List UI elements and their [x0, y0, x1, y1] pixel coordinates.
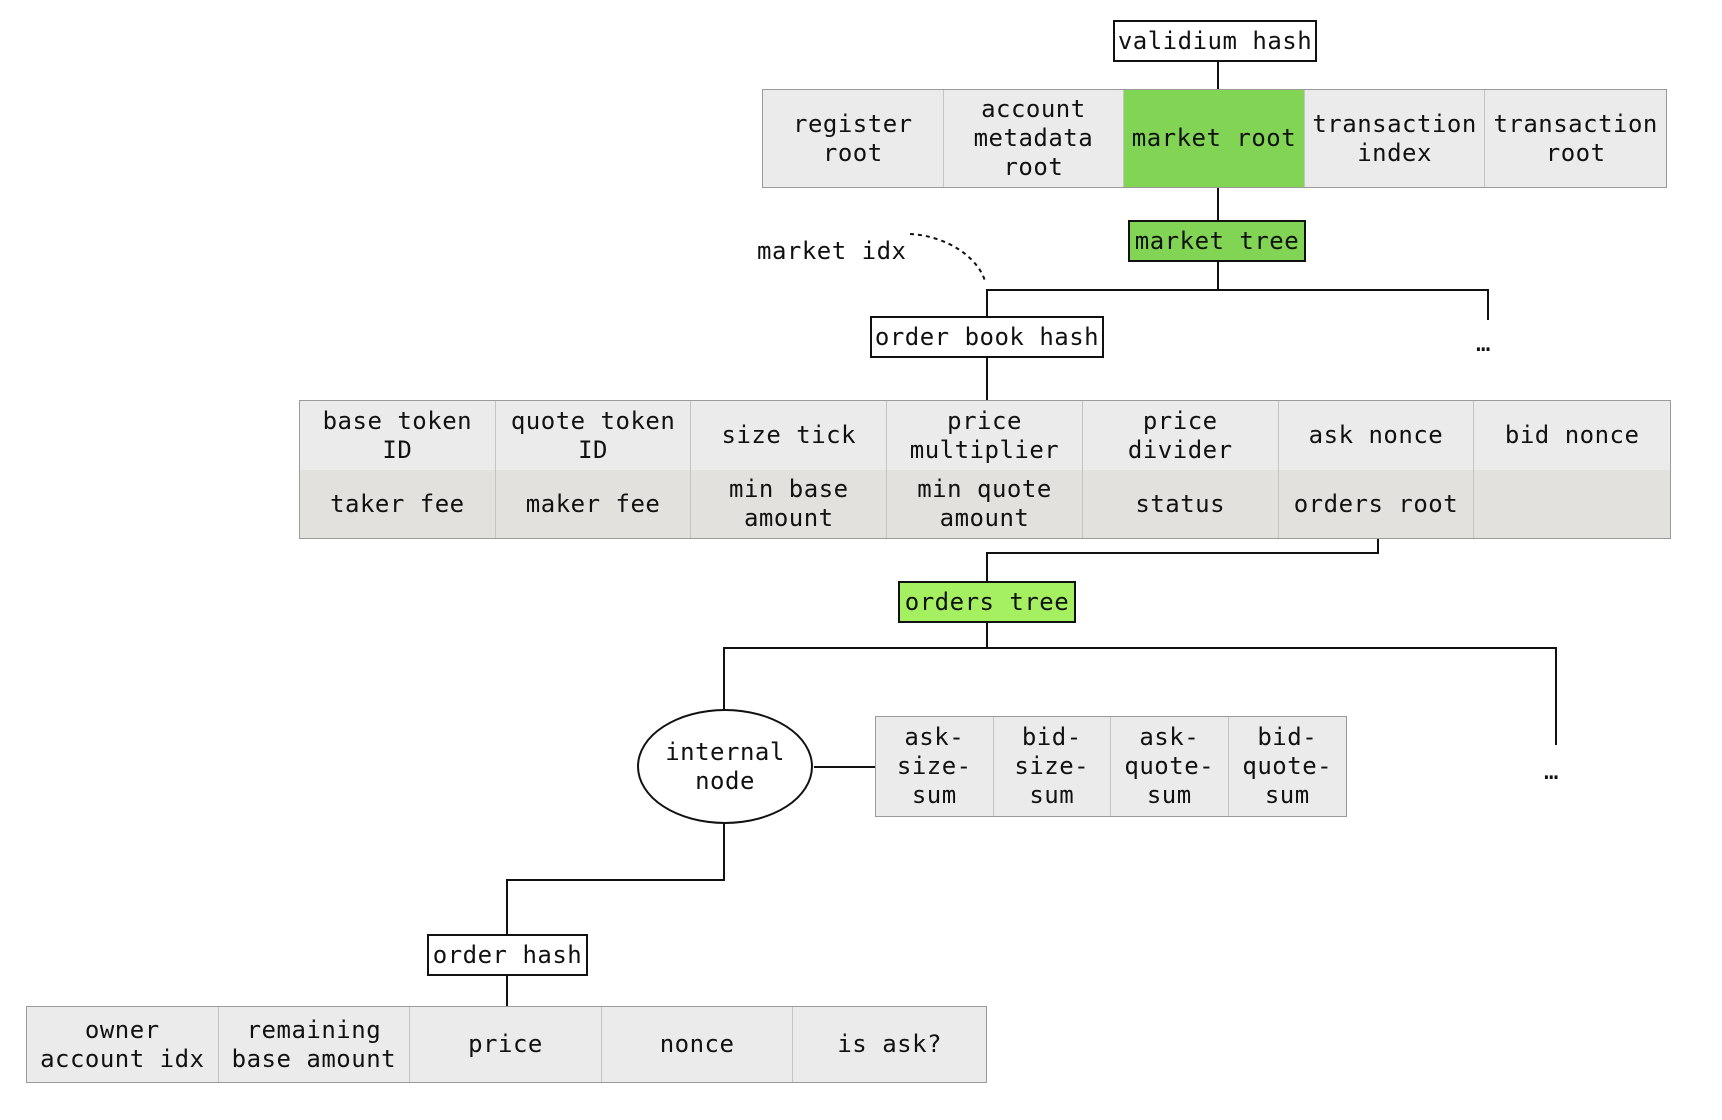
order-book-field: taker fee — [300, 470, 496, 538]
market-idx-label: market idx — [757, 237, 907, 265]
state-field-transaction-root: transaction root — [1485, 90, 1666, 187]
state-root-fields: register root account metadata root mark… — [762, 89, 1667, 188]
market-tree-node: market tree — [1128, 220, 1306, 262]
order-field: owner account idx — [27, 1007, 219, 1082]
order-book-field: base token ID — [300, 401, 496, 470]
order-fields: owner account idx remaining base amount … — [26, 1006, 987, 1083]
state-field-transaction-index: transaction index — [1304, 90, 1486, 187]
order-book-fields-row-2: taker fee maker fee min base amount min … — [299, 470, 1671, 539]
order-field: is ask? — [793, 1007, 986, 1082]
order-field: remaining base amount — [218, 1007, 411, 1082]
state-field-register-root: register root — [763, 90, 944, 187]
order-book-hash-node: order book hash — [870, 316, 1104, 358]
connector-orders-root-to-tree — [986, 539, 1379, 581]
internal-node-fields: ask- size- sum bid- size- sum ask- quote… — [875, 716, 1347, 817]
internal-node-field: bid- size- sum — [993, 717, 1111, 816]
connector-market-tree-to-order-book — [986, 260, 1219, 320]
order-book-field: bid nonce — [1474, 401, 1671, 470]
state-field-market-root: market root — [1124, 90, 1305, 187]
state-field-account-metadata-root: account metadata root — [943, 90, 1125, 187]
orders-tree-ellipsis: … — [1544, 757, 1559, 785]
internal-node-field: ask- size- sum — [876, 717, 994, 816]
order-book-field: min base amount — [691, 470, 888, 538]
internal-node: internal node — [637, 709, 813, 824]
order-book-field: quote token ID — [495, 401, 692, 470]
order-book-field-orders-root: orders root — [1278, 470, 1475, 538]
connector-market-tree-to-ellipsis — [1218, 289, 1489, 320]
market-tree-ellipsis: … — [1476, 329, 1491, 357]
order-book-field: min quote amount — [887, 470, 1083, 538]
order-hash-node: order hash — [427, 934, 588, 976]
order-book-field: price divider — [1082, 401, 1279, 470]
market-idx-dashed-arc — [909, 233, 986, 282]
orders-tree-node: orders tree — [898, 581, 1076, 623]
connector-internal-node-to-order-hash — [506, 824, 725, 934]
validium-hash-node: validium hash — [1113, 20, 1317, 62]
order-field: price — [410, 1007, 602, 1082]
order-book-field: maker fee — [495, 470, 692, 538]
connector-orders-tree-branches — [723, 647, 1557, 745]
order-book-fields-row-1: base token ID quote token ID size tick p… — [299, 400, 1671, 470]
order-book-field-empty — [1474, 470, 1671, 538]
internal-node-field: ask- quote- sum — [1111, 717, 1229, 816]
order-book-field: status — [1082, 470, 1279, 538]
order-book-field: size tick — [691, 401, 888, 470]
internal-node-field: bid- quote- sum — [1228, 717, 1346, 816]
order-book-field: ask nonce — [1278, 401, 1475, 470]
order-book-field: price multiplier — [887, 401, 1083, 470]
order-field: nonce — [601, 1007, 794, 1082]
